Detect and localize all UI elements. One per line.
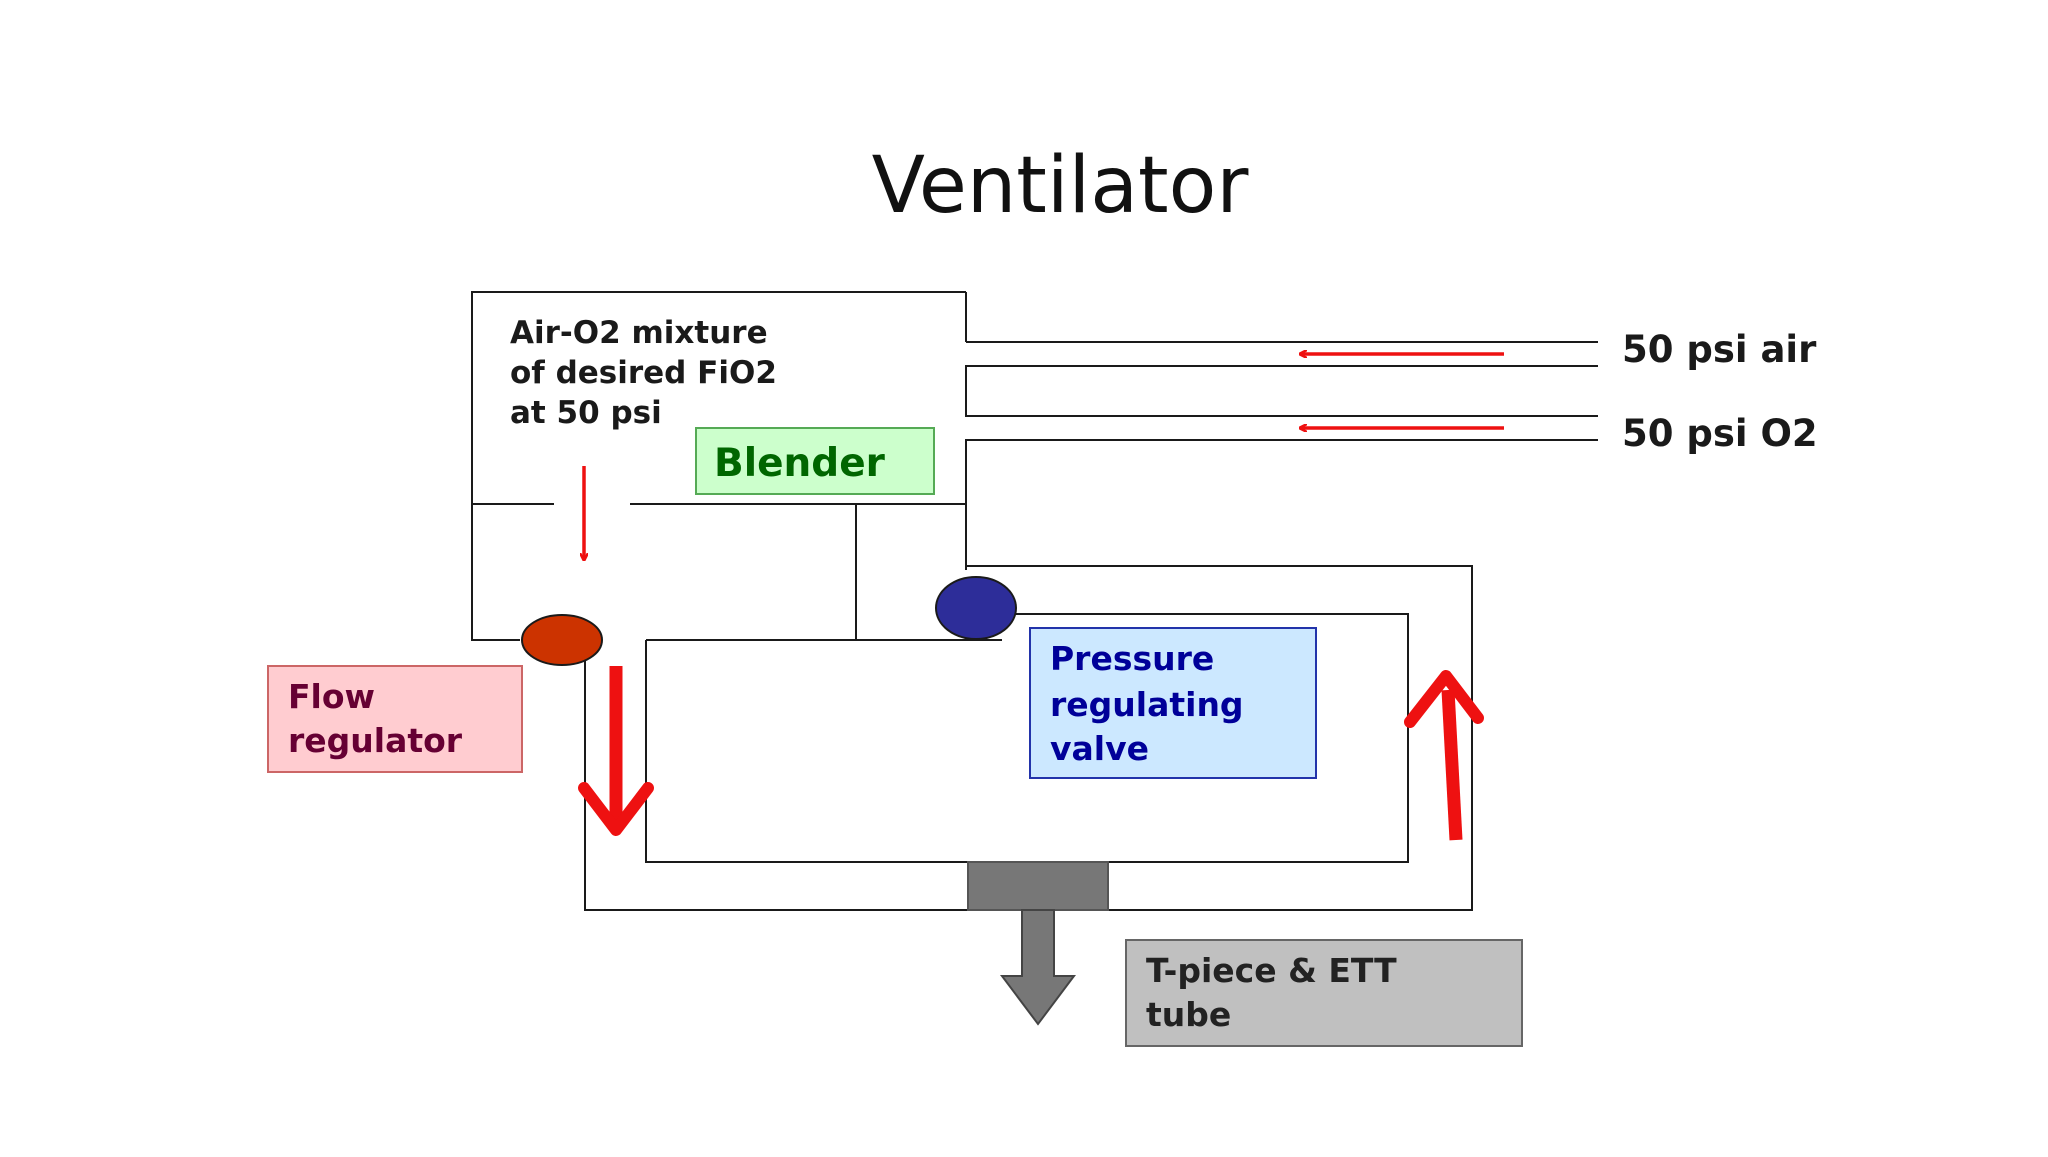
mixture-line-2: of desired FiO2 xyxy=(510,355,777,391)
o2-input-label: 50 psi O2 xyxy=(1622,412,1818,455)
tpiece-line-2: tube xyxy=(1146,995,1231,1034)
tpiece-box: T-piece & ETT tube xyxy=(1125,939,1523,1047)
flow-regulator-box: Flow regulator xyxy=(267,665,523,773)
mixture-label: Air-O2 mixture of desired FiO2 at 50 psi xyxy=(510,315,777,431)
pressure-valve-line-1: Pressure xyxy=(1050,639,1214,678)
tpiece-connector xyxy=(967,861,1109,1026)
tpiece-line-1: T-piece & ETT xyxy=(1146,951,1397,990)
blender-enclosure xyxy=(471,291,967,641)
flow-regulator-valve[interactable] xyxy=(521,614,603,666)
flow-regulator-line-1: Flow xyxy=(288,677,375,716)
internal-circuit xyxy=(584,504,1473,911)
pressure-regulating-valve[interactable] xyxy=(935,576,1017,640)
flow-regulator-line-2: regulator xyxy=(288,721,463,760)
main-down-arrow xyxy=(578,666,654,836)
exit-arrow-icon xyxy=(1000,909,1076,1026)
blender-label: Blender xyxy=(714,441,886,486)
flow-arrows xyxy=(578,354,1504,841)
return-up-arrow xyxy=(1404,670,1484,841)
pressure-valve-line-2: regulating xyxy=(1050,685,1244,724)
air-input-label: 50 psi air xyxy=(1622,328,1817,371)
pressure-valve-box: Pressure regulating valve xyxy=(1029,627,1317,779)
mixture-line-1: Air-O2 mixture xyxy=(510,315,768,351)
blender-box: Blender xyxy=(695,427,935,495)
air-input-line xyxy=(965,341,1598,570)
page-title: Ventilator xyxy=(872,141,1250,231)
mixture-line-3: at 50 psi xyxy=(510,395,662,431)
pressure-valve-line-3: valve xyxy=(1050,729,1149,768)
